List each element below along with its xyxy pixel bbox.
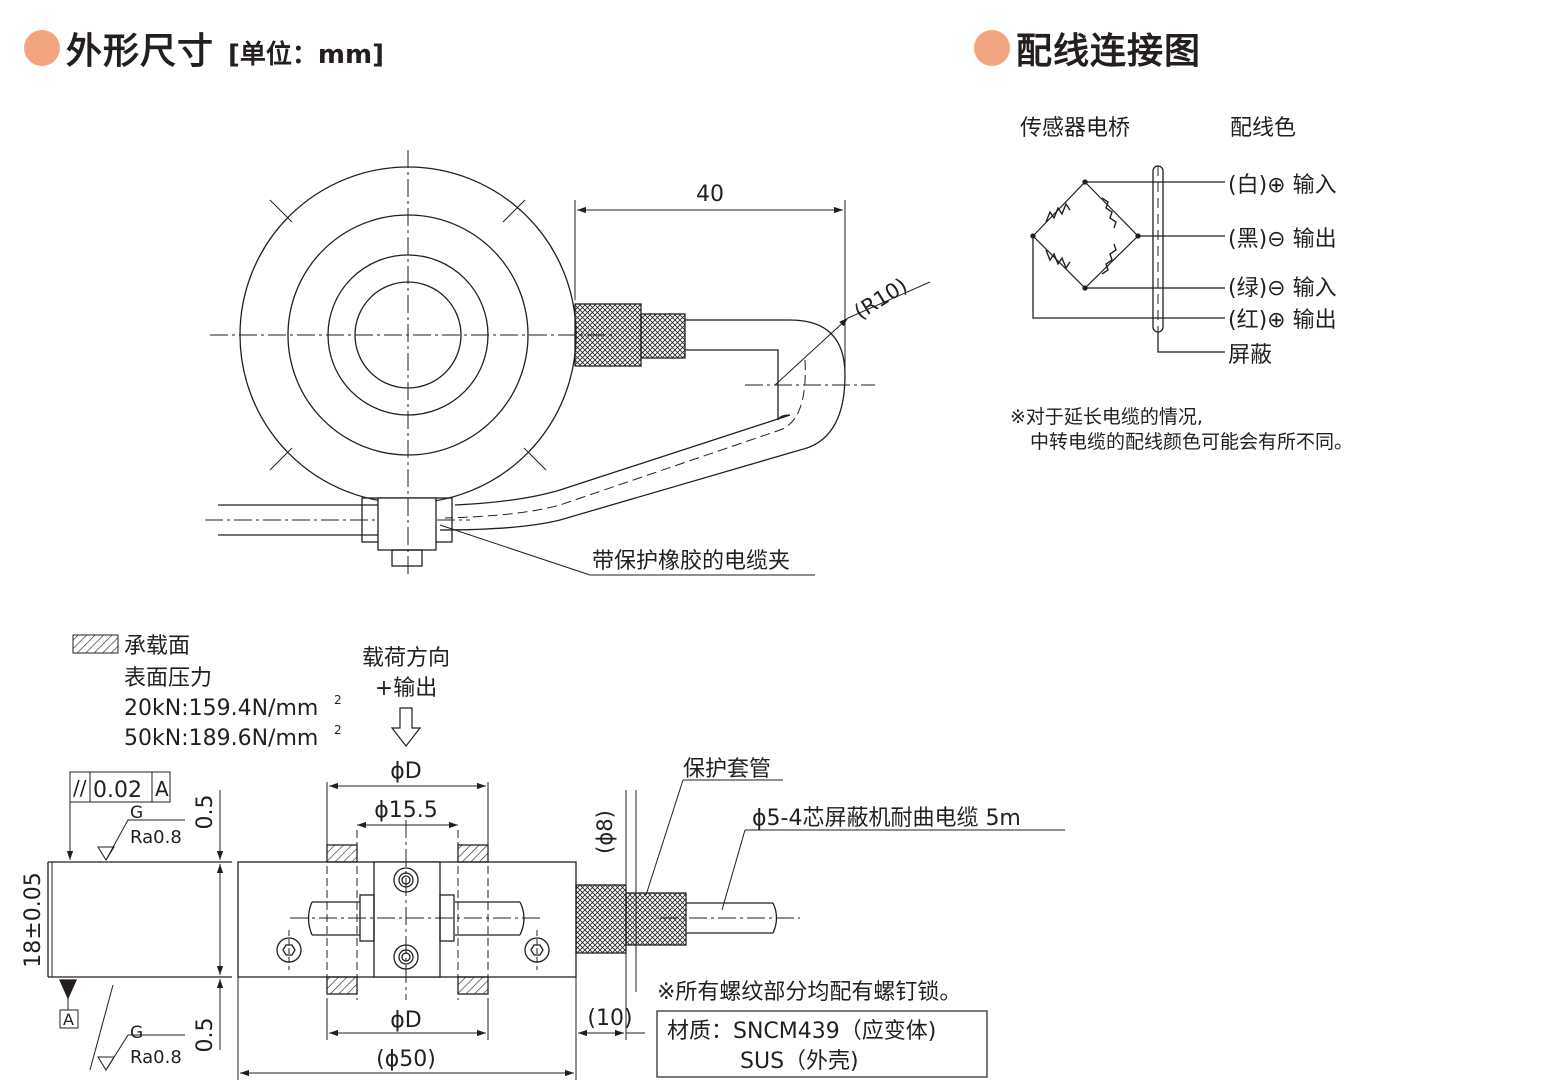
- wiring-note-1: ※对于延长电缆的情况,: [1010, 406, 1203, 428]
- pressure-50kn: 50kN:189.6N/mm: [124, 726, 318, 751]
- dims-title-block: 外形尺寸 [单位：mm]: [24, 22, 384, 74]
- load-arrow-icon: [390, 707, 422, 747]
- datum-box-label: A: [63, 1010, 74, 1029]
- wiring-title-block: 配线连接图: [974, 22, 1201, 74]
- datum-ref: A: [155, 777, 169, 801]
- shield-label: 屏蔽: [1228, 343, 1272, 368]
- wiring-title: 配线连接图: [1016, 31, 1202, 72]
- dims-title: 外形尺寸: [66, 31, 215, 72]
- load-direction-label: 载荷方向: [362, 646, 450, 671]
- wire-row-white: (白)⊕ 输入: [1228, 173, 1337, 198]
- legend-pressure: 表面压力: [124, 666, 212, 691]
- bullet-dot-icon: [24, 30, 60, 66]
- dim-18: 18±0.05: [21, 872, 46, 967]
- parallel-tolerance: 0.02: [93, 778, 142, 803]
- bullet-dot-icon: [974, 30, 1010, 66]
- color-label: 配线色: [1230, 116, 1296, 141]
- material-line-1: 材质：SNCM439（应变体): [667, 1019, 936, 1044]
- connector-sleeve: [640, 313, 686, 359]
- material-box: [656, 1010, 988, 1078]
- dim-10: (10): [587, 1006, 632, 1031]
- side-view: [47, 771, 1065, 1080]
- dims-unit: [单位：mm]: [228, 40, 384, 70]
- radius-label: (R10): [850, 273, 912, 324]
- phi-8: (ϕ8): [593, 810, 617, 854]
- phi-15-5: ϕ15.5: [374, 798, 438, 823]
- material-line-2: SUS（外壳): [740, 1049, 859, 1074]
- legend-bearing: 承载面: [124, 634, 190, 659]
- output-sign-label: +输出: [375, 676, 437, 701]
- ra-bottom: Ra0.8: [130, 1047, 182, 1068]
- wiring-diagram: [1030, 165, 1225, 353]
- g-top: G: [130, 803, 143, 823]
- connector-knurl: [574, 303, 642, 367]
- thread-note: ※所有螺纹部分均配有螺钉锁。: [657, 980, 961, 1005]
- ra-top: Ra0.8: [130, 827, 182, 848]
- housing-inner-circle: [287, 214, 529, 456]
- wire-row-red: (红)⊕ 输出: [1228, 308, 1337, 333]
- dim-40-label: 40: [696, 182, 724, 207]
- wire-row-black: (黑)⊖ 输出: [1228, 227, 1337, 252]
- clamp-label: 带保护橡胶的电缆夹: [592, 549, 790, 574]
- phi-d-top: ϕD: [390, 759, 421, 784]
- phi-50: (ϕ50): [376, 1047, 436, 1072]
- cable-label: ϕ5-4芯屏蔽机耐曲电缆 5m: [752, 806, 1021, 831]
- top-view: [205, 150, 931, 576]
- wiring-note-2: 中转电缆的配线颜色可能会有所不同。: [1030, 431, 1353, 453]
- legend-hatch-swatch: [72, 634, 119, 654]
- dim-0-5-top: 0.5: [193, 795, 218, 830]
- pressure-20kn: 20kN:159.4N/mm: [124, 696, 318, 721]
- sleeve-label: 保护套管: [683, 757, 771, 782]
- g-bottom: G: [130, 1023, 143, 1043]
- bore-circle: [354, 281, 462, 389]
- superscript-2: 2: [334, 723, 342, 737]
- dim-0-5-bottom: 0.5: [193, 1018, 218, 1053]
- superscript-2: 2: [334, 693, 342, 707]
- parallel-symbol: //: [73, 776, 87, 800]
- clamp-screw: [391, 549, 423, 567]
- load-ring-circle: [327, 254, 489, 416]
- phi-d-bottom: ϕD: [390, 1008, 421, 1033]
- bridge-label: 传感器电桥: [1020, 116, 1130, 141]
- wire-row-green: (绿)⊖ 输入: [1228, 276, 1337, 301]
